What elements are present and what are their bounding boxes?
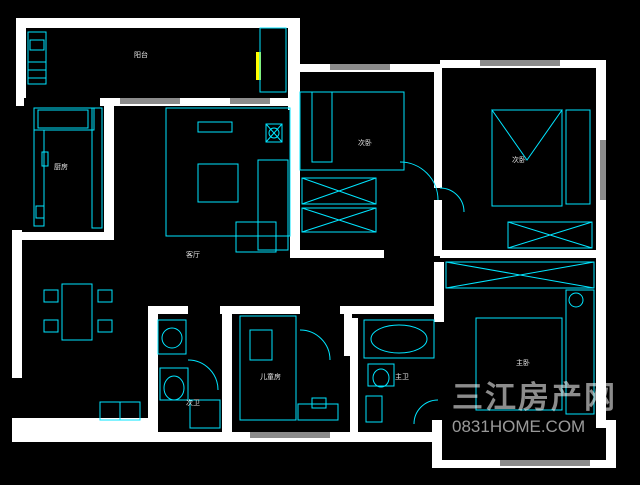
room-label-kitchen: 厨房 [54,163,68,171]
room-label-guest-bath: 次卫 [186,399,200,407]
watermark-brand-cn: 三江房产网 [452,380,617,416]
room-label-master-bath: 主卫 [395,373,409,381]
room-label-bedroom-b: 次卧 [512,156,526,164]
watermark-brand-url: 0831HOME.COM [452,417,586,436]
room-label-living-room: 客厅 [186,251,200,259]
room-label-kids-room: 儿童房 [260,373,281,381]
windows [120,60,606,466]
room-label-bedroom-a: 次卧 [358,139,372,147]
room-label-balcony: 阳台 [134,51,148,59]
balcony-door-accent [256,52,261,80]
room-label-master-bedroom: 主卧 [516,359,530,367]
furniture [27,27,595,429]
